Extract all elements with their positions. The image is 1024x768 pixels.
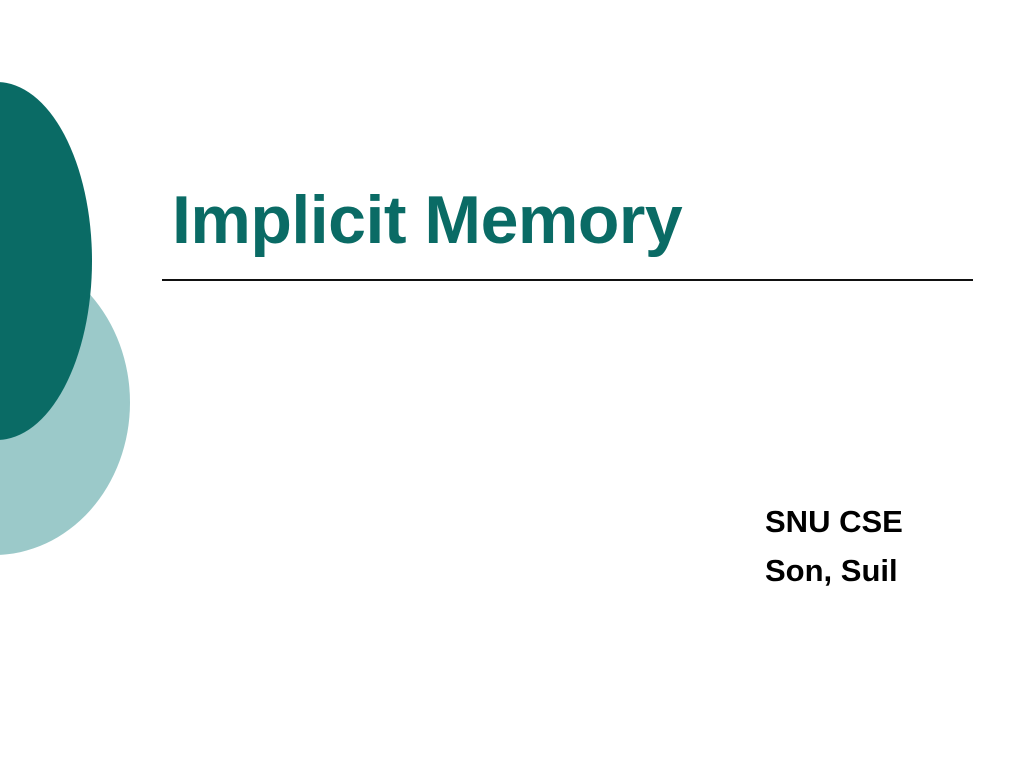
subtitle-line-affiliation: SNU CSE	[765, 504, 903, 539]
title-placeholder: Implicit Memory	[162, 186, 974, 254]
subtitle-placeholder: SNU CSE Son, Suil	[765, 498, 1015, 596]
title-underline-rule	[162, 279, 973, 281]
slide-title: Implicit Memory	[172, 182, 683, 258]
subtitle-line-author: Son, Suil	[765, 552, 898, 588]
light-teal-circle-shape	[0, 250, 130, 555]
dark-teal-circle-shape	[0, 82, 92, 440]
